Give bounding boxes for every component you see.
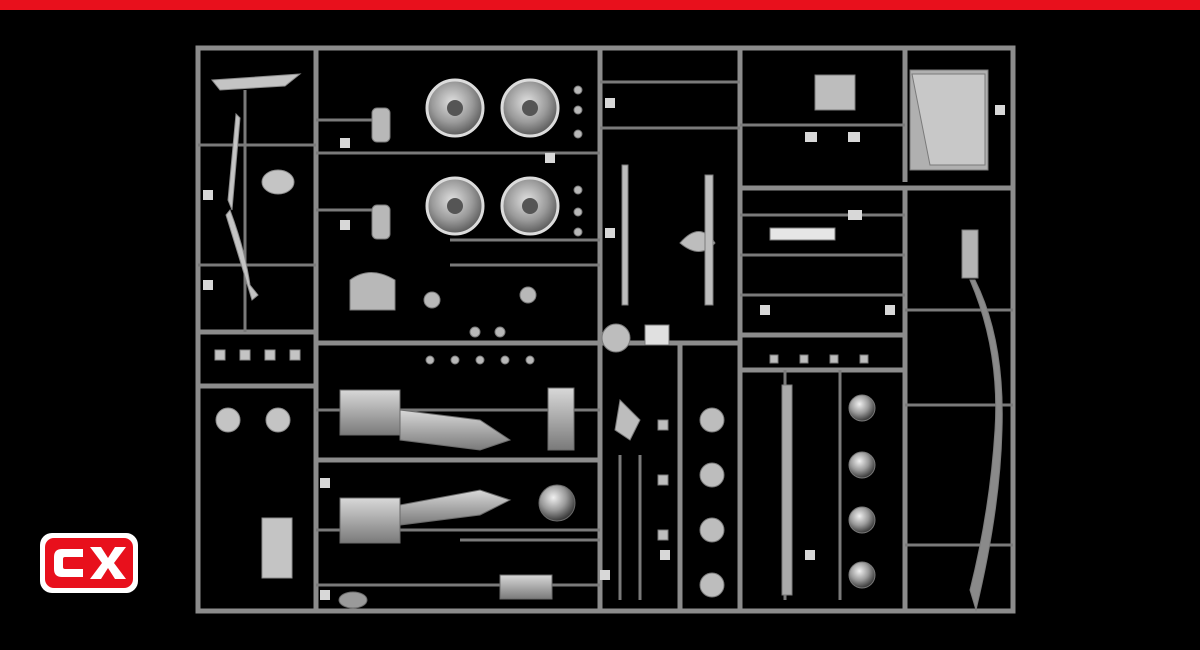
top-red-bar [0,0,1200,10]
sprue-frame [195,45,1016,614]
engine-parts [338,387,576,609]
cx-logo-icon [40,533,138,593]
sprue-runners [198,80,1013,600]
suspension-parts [601,164,725,598]
sprue-photo [195,45,1016,614]
small-parts [349,85,583,365]
sprue-gates [203,98,1005,600]
left-column-parts [211,73,302,579]
wheel-parts [425,78,560,236]
right-section-parts [769,69,1003,612]
